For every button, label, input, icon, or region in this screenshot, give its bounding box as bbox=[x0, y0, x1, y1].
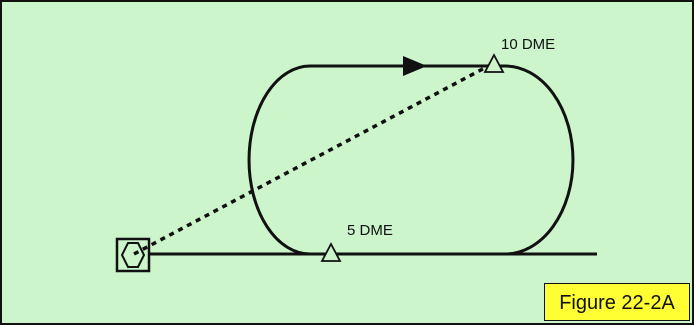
fix-10-dme-triangle-icon bbox=[483, 53, 505, 73]
fix-5-dme-triangle-icon bbox=[320, 242, 342, 262]
label-5-dme: 5 DME bbox=[347, 222, 393, 239]
vor-dme-icon bbox=[115, 237, 151, 273]
holding-pattern-track bbox=[247, 64, 575, 256]
label-10-dme: 10 DME bbox=[501, 36, 556, 53]
dme-radial-line bbox=[133, 61, 495, 256]
figure-label: Figure 22-2A bbox=[544, 283, 690, 321]
arrowhead-icon bbox=[403, 56, 427, 76]
